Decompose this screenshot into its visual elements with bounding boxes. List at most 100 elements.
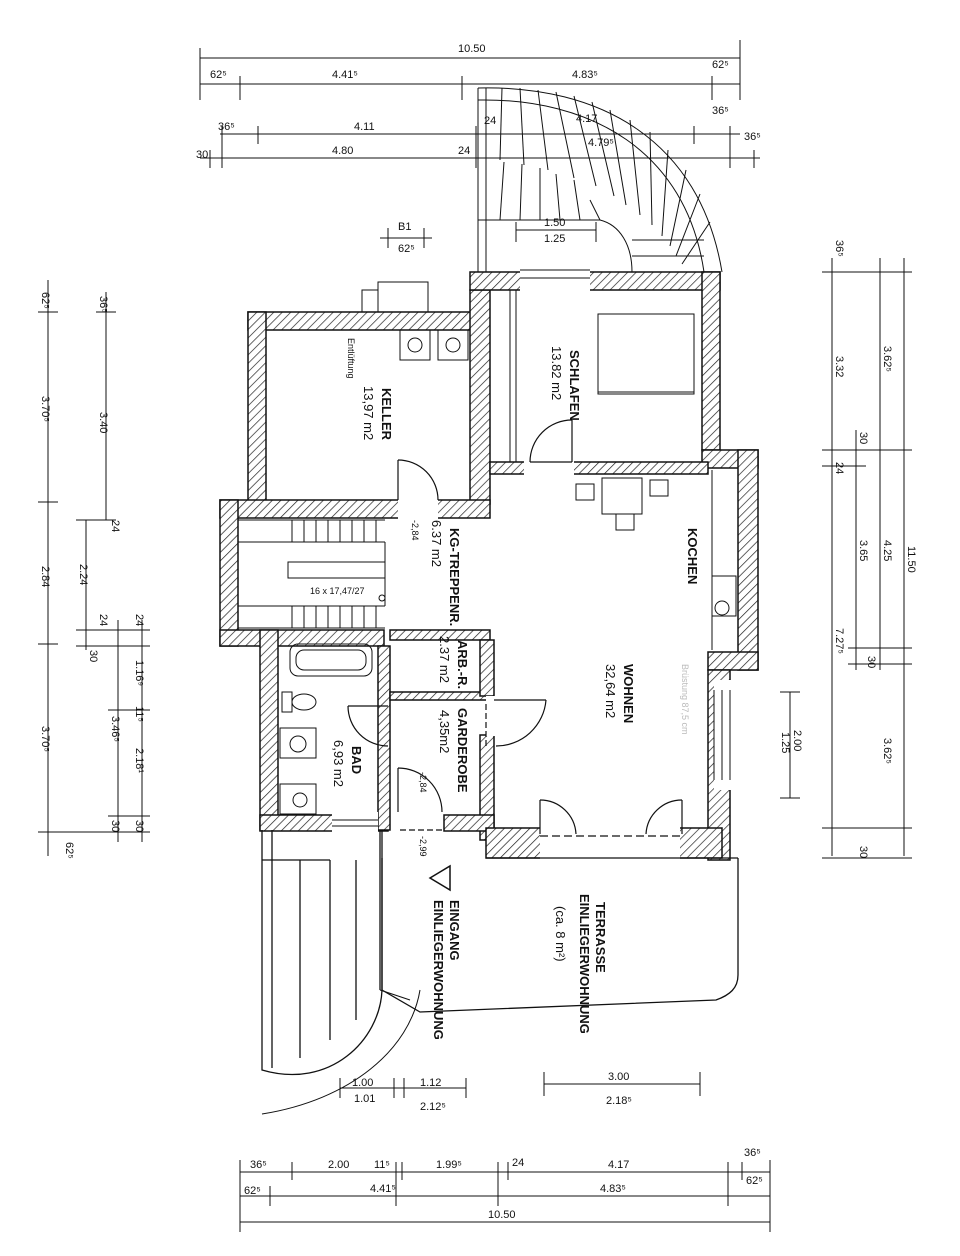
treppenraum-area: 6.37 m2: [429, 520, 444, 567]
dim-top-i: 36⁵: [712, 105, 729, 117]
keller-label: KELLER: [379, 388, 394, 441]
fixtures: [279, 281, 737, 815]
arb-label: ARB.-R.: [455, 640, 470, 689]
walls: [219, 271, 759, 861]
dim-left-d: 3.40: [97, 412, 109, 433]
eingang-line2: EINLIEGERWOHNUNG: [431, 900, 446, 1040]
dim-bottom-total: 10.50: [488, 1209, 516, 1221]
dim-top-a: 62⁵: [210, 69, 227, 81]
entrance-arrow-icon: [428, 864, 451, 892]
dim-right-k: 3.62⁵: [881, 738, 893, 764]
treppenraum-level: -2,84: [410, 520, 420, 541]
dim-left-k: 1.16⁹: [133, 660, 145, 686]
garderobe-label: GARDEROBE: [455, 708, 470, 793]
dim-bottom-c: 11⁵: [374, 1159, 390, 1171]
dim-top-g: 24: [484, 115, 496, 127]
openings: [332, 268, 732, 860]
dim-left-b: 36⁵: [97, 296, 109, 313]
dim-top-l: 24: [458, 145, 470, 157]
dim-right-j: 30: [865, 656, 877, 668]
dim-right-f: 3.65: [857, 540, 869, 561]
dim-left-m: 3.46⁵: [109, 716, 121, 742]
wohnen-faint-note: Brüstung 87,5 cm: [680, 664, 690, 735]
keller-area: 13,97 m2: [361, 386, 376, 440]
dim-left-c: 3.70⁵: [39, 396, 51, 422]
dimension-labels: 10.50 62⁵ 4.41⁵ 4.83⁵ 62⁵ 36⁵ 4.11 24 4.…: [39, 43, 917, 1221]
dim-right-i: 11.50: [905, 546, 917, 573]
dim-bottom-i: 4.41⁵: [370, 1183, 396, 1195]
keller-note: Entlüftung: [346, 338, 356, 379]
dim-left-g: 2.24: [77, 564, 89, 585]
dim-left-n: 2.18¹: [133, 748, 145, 773]
dim-left-e: 24: [109, 520, 121, 532]
dim-bottom-j: 4.83⁵: [600, 1183, 626, 1195]
dim-bottom-f: 4.17: [608, 1159, 629, 1171]
dim-top-d: 62⁵: [712, 59, 729, 71]
dim-right-l: 30: [857, 846, 869, 858]
dim-top-b: 4.41⁵: [332, 69, 358, 81]
exterior: [261, 830, 739, 1115]
eingang-level: -2,99: [418, 836, 428, 857]
room-labels: KELLER 13,97 m2 Entlüftung SCHLAFEN 13.8…: [310, 338, 700, 1040]
dim-bottom-a: 36⁵: [250, 1159, 267, 1171]
doors: [347, 419, 683, 837]
dim-right-h: 7.27⁵: [833, 628, 845, 654]
dim-left-p: 30: [109, 820, 121, 832]
dim-bottom-b: 2.00: [328, 1159, 349, 1171]
dim-window-a: 2.00: [791, 730, 803, 751]
eingang-line1: EINGANG: [447, 900, 462, 961]
windows: [332, 269, 731, 827]
dim-left-h: 24: [97, 614, 109, 626]
dim-right-a: 36⁵: [833, 240, 845, 257]
dim-left-f: 2.84: [39, 566, 51, 587]
dim-left-a: 62⁵: [39, 292, 51, 309]
arb-area: 2.37 m2: [437, 636, 452, 683]
dim-top-f: 4.11: [354, 121, 375, 133]
terrasse-line3: (ca. 8 m²): [553, 906, 568, 962]
dim-right-g: 4.25: [881, 540, 893, 561]
wohnen-area: 32,64 m2: [603, 664, 618, 718]
dim-b1-label: B1: [398, 221, 411, 233]
dim-left-j: 30: [87, 650, 99, 662]
dim-bopen-c: 1.12: [420, 1077, 441, 1089]
schlafen-label: SCHLAFEN: [567, 350, 582, 421]
dim-bopen-f: 2.18⁵: [606, 1095, 632, 1107]
stairs-basement: [238, 519, 386, 629]
dim-top-e: 36⁵: [218, 121, 235, 133]
terrasse-line2: EINLIEGERWOHNUNG: [577, 894, 592, 1034]
dim-bottom-d: 1.99⁵: [436, 1159, 462, 1171]
dim-bopen-e: 3.00: [608, 1071, 629, 1083]
dimension-lines: [38, 40, 912, 1232]
dim-bopen-b: 1.01: [354, 1093, 375, 1105]
stair-note: 16 x 17,47/27: [310, 586, 365, 596]
dim-bottom-k: 62⁵: [746, 1175, 763, 1187]
dim-top-k: 4.80: [332, 145, 353, 157]
dim-left-i: 24: [133, 614, 145, 626]
dim-top-m: 4.79⁵: [588, 137, 614, 149]
dim-bottom-g: 36⁵: [744, 1147, 761, 1159]
dim-top-j: 30: [196, 149, 208, 161]
schlafen-area: 13.82 m2: [549, 346, 564, 400]
dim-right-c: 3.62⁵: [881, 346, 893, 372]
wohnen-label: WOHNEN: [621, 664, 636, 723]
treppenraum-label: KG-TREPPENR.: [447, 528, 462, 626]
garderobe-level: -2,84: [418, 772, 428, 793]
dim-left-o: 3.70⁵: [39, 726, 51, 752]
dim-top-h: 4.17: [576, 113, 597, 125]
bad-area: 6,93 m2: [331, 740, 346, 787]
kochen-label: KOCHEN: [685, 528, 700, 584]
dim-right-b: 3.32: [833, 356, 845, 377]
stairs-spiral: [477, 87, 723, 273]
dim-right-d: 30: [857, 432, 869, 444]
bad-label: BAD: [349, 746, 364, 774]
terrasse-line1: TERRASSE: [593, 902, 608, 973]
dim-bottom-h: 62⁵: [244, 1185, 261, 1197]
dim-right-e: 24: [833, 462, 845, 474]
garderobe-area: 4,35m2: [437, 710, 452, 753]
dim-bottom-e: 24: [512, 1157, 524, 1169]
dim-stair-a: 1.50: [544, 217, 565, 229]
dim-bopen-a: 1.00: [352, 1077, 373, 1089]
dim-bopen-d: 2.12⁵: [420, 1101, 446, 1113]
dim-left-l: 11⁵: [133, 706, 145, 722]
